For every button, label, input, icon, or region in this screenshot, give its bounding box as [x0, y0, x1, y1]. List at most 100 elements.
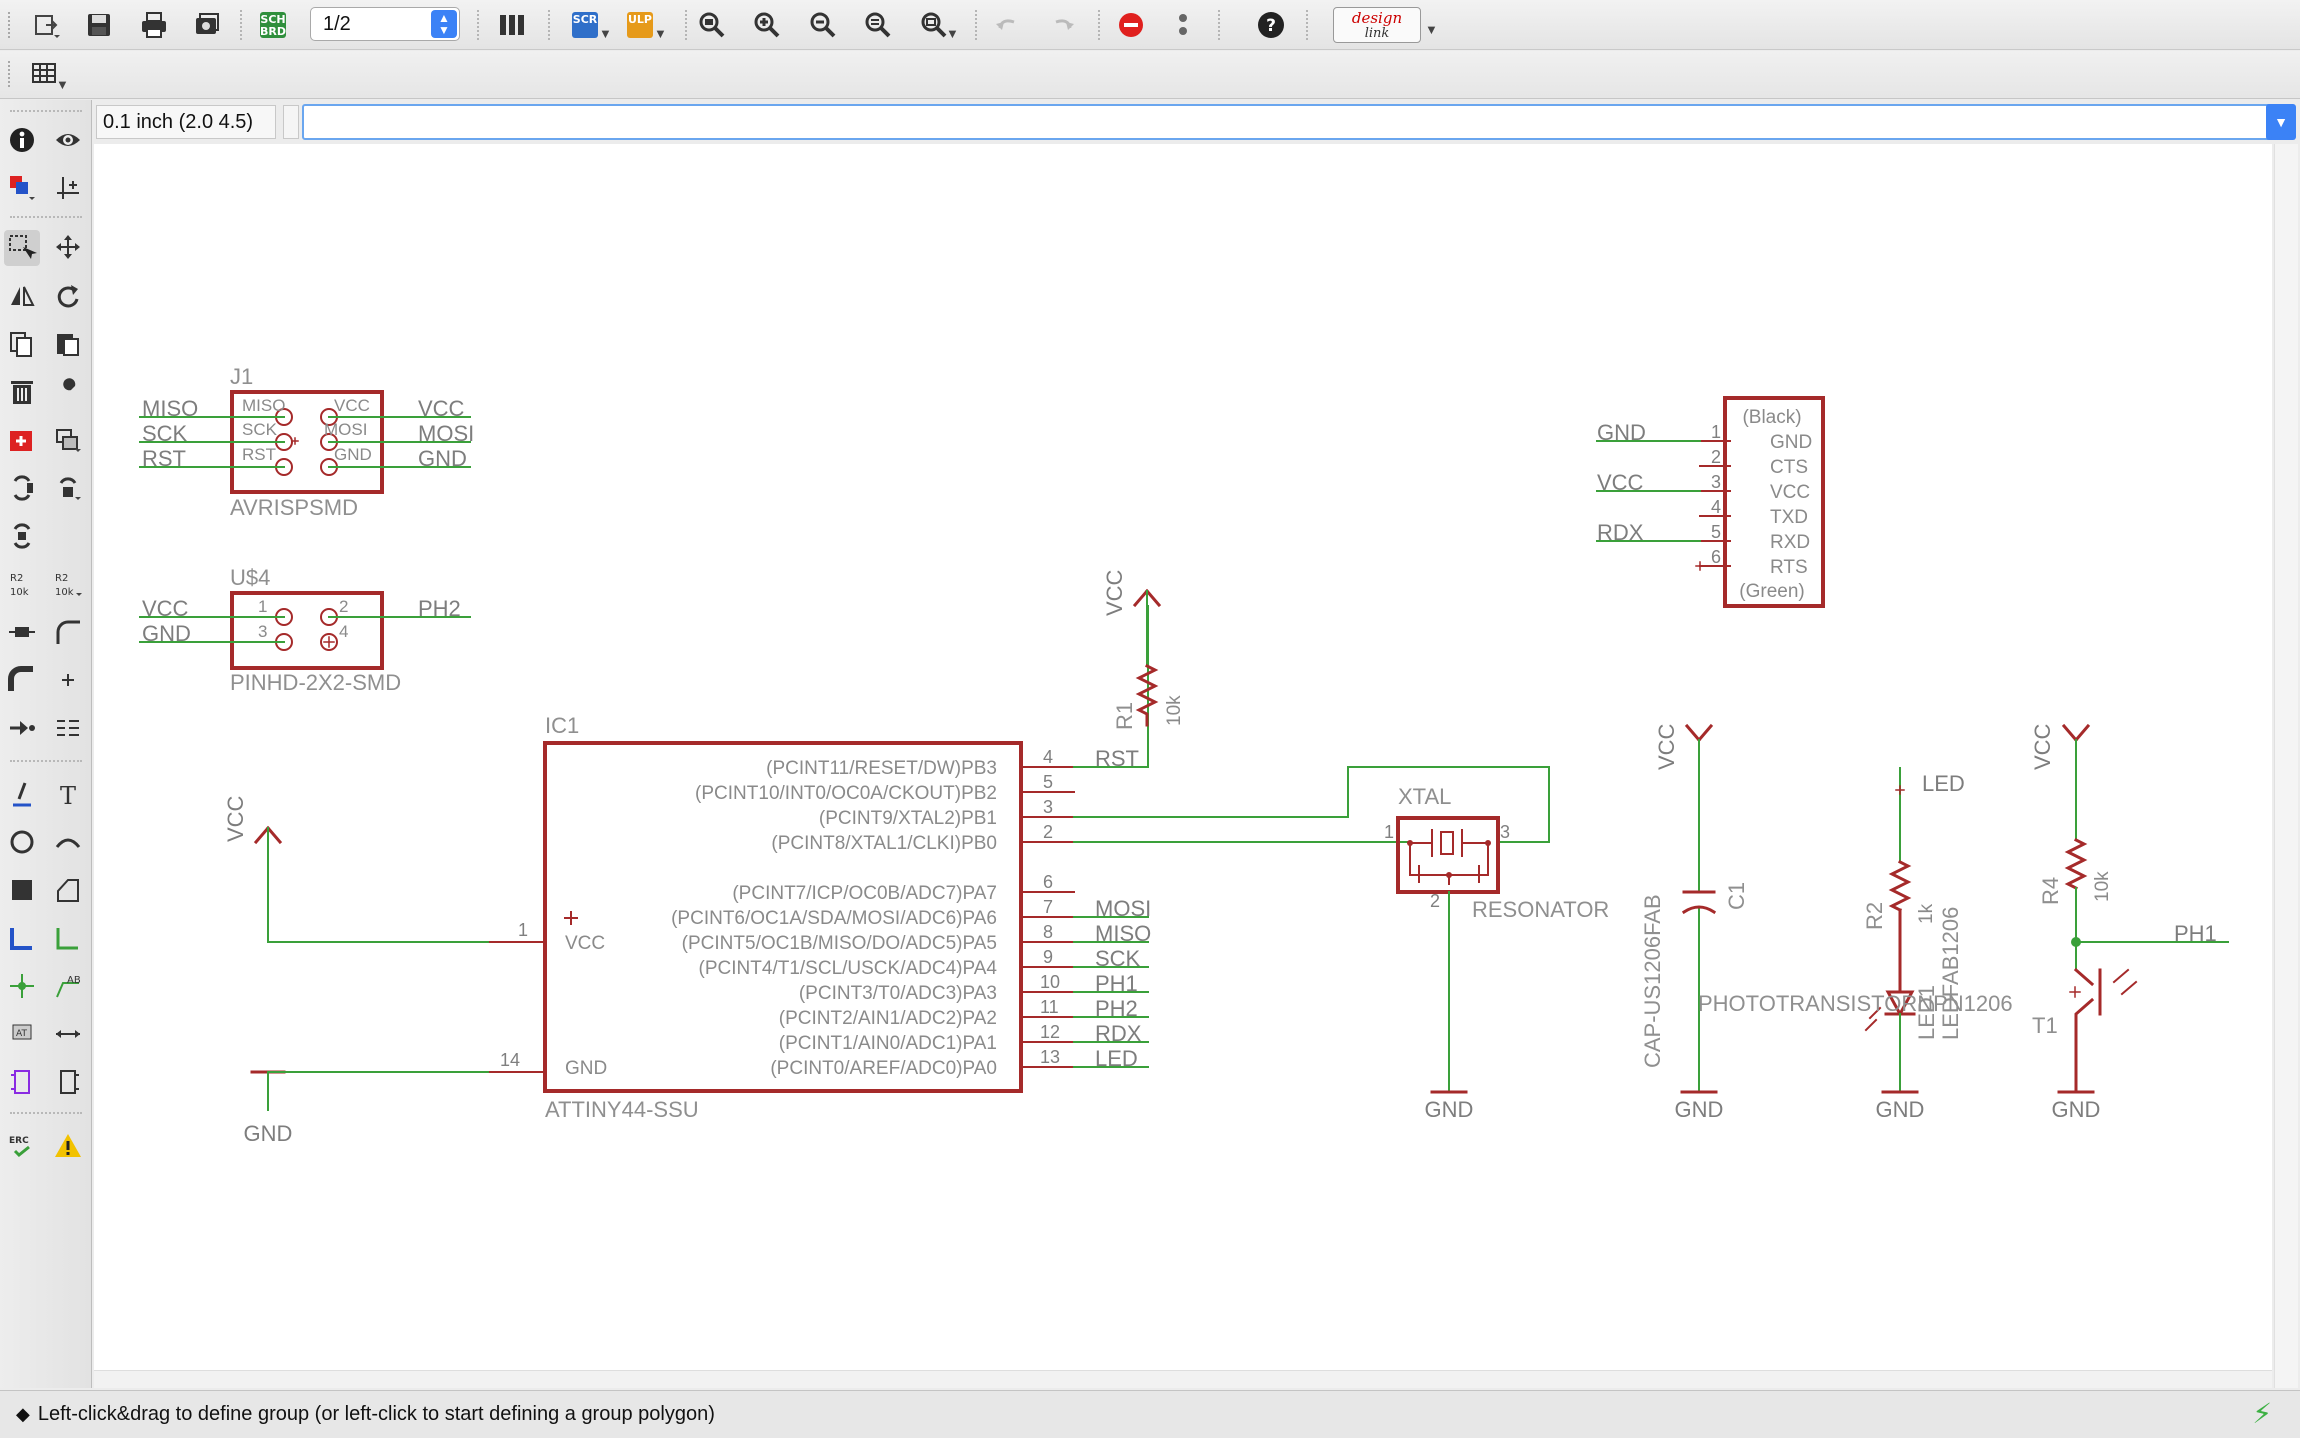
part-ic1[interactable]	[489, 741, 1075, 1093]
replace-icon[interactable]	[50, 422, 86, 458]
save-icon[interactable]	[82, 8, 116, 42]
stop-icon[interactable]	[1114, 8, 1148, 42]
net-label[interactable]: PH1	[1095, 971, 1138, 996]
sheet-spinner-icon[interactable]: ▲▼	[431, 10, 457, 38]
undo-icon[interactable]	[990, 8, 1024, 42]
ftdi-nets[interactable]	[1596, 440, 1701, 542]
dimension-icon[interactable]	[50, 1016, 86, 1052]
phototransistor-t1[interactable]	[2073, 967, 2102, 1094]
net-label[interactable]: RDX	[1597, 520, 1644, 545]
go-icon[interactable]	[1166, 8, 1200, 42]
miter-icon[interactable]	[50, 614, 86, 650]
net-label[interactable]: VCC	[418, 396, 465, 421]
vcc-supply-left[interactable]	[253, 825, 283, 845]
vcc-supply-r1[interactable]	[1132, 588, 1162, 608]
split-icon[interactable]	[4, 614, 40, 650]
resistor-r2[interactable]	[1888, 859, 1912, 913]
designlink-dropdown-icon[interactable]: ▼	[1425, 22, 1438, 37]
show-icon[interactable]	[50, 122, 86, 158]
sch-brd-switch-icon[interactable]: SCH BRD	[260, 12, 286, 38]
add-part-icon[interactable]	[4, 422, 40, 458]
u4-nets[interactable]	[139, 616, 471, 643]
capacitor-c1[interactable]	[1681, 890, 1717, 915]
net-label[interactable]: VCC	[1597, 470, 1644, 495]
net-label[interactable]: PH2	[1095, 996, 1138, 1021]
net-label[interactable]: LED	[1095, 1046, 1138, 1071]
frame-icon[interactable]	[4, 1064, 40, 1100]
zoom-redraw-icon[interactable]	[861, 8, 895, 42]
part-ftdi-header[interactable]	[1695, 396, 1825, 608]
net-label[interactable]: GND	[418, 446, 467, 471]
delete-icon[interactable]	[4, 374, 40, 410]
rst-net[interactable]	[1073, 605, 1149, 768]
toolbar-grip[interactable]	[8, 61, 12, 87]
zoom-select-icon[interactable]	[917, 8, 951, 42]
redo-icon[interactable]	[1046, 8, 1080, 42]
net-label[interactable]: SCK	[142, 421, 188, 446]
rectangle-icon[interactable]	[4, 872, 40, 908]
net-label[interactable]: RDX	[1095, 1021, 1142, 1046]
print-icon[interactable]	[137, 8, 171, 42]
attribute-icon[interactable]: AT	[4, 1016, 40, 1052]
library-icon[interactable]	[495, 8, 529, 42]
open-icon[interactable]	[30, 8, 64, 42]
net-label[interactable]: RST	[1095, 746, 1139, 771]
line-icon[interactable]	[4, 776, 40, 812]
vcc-supply-r4[interactable]	[2061, 723, 2091, 743]
net-label[interactable]: MISO	[142, 396, 198, 421]
net-label[interactable]: MOSI	[1095, 896, 1151, 921]
net-label[interactable]: PH1	[2174, 921, 2217, 946]
layers-icon[interactable]	[4, 170, 40, 206]
pinswap-icon[interactable]	[4, 470, 40, 506]
wrench-icon[interactable]	[50, 374, 86, 410]
circle-icon[interactable]	[4, 824, 40, 860]
net-icon[interactable]	[50, 920, 86, 956]
cam-processor-icon[interactable]	[190, 8, 224, 42]
text-icon[interactable]: T	[50, 776, 86, 812]
optimize-icon[interactable]	[50, 710, 86, 746]
j1-right-nets[interactable]	[328, 416, 471, 468]
net-label[interactable]: SCK	[1095, 946, 1141, 971]
group-icon[interactable]	[4, 230, 40, 266]
zoom-fit-icon[interactable]	[695, 8, 729, 42]
arc-icon[interactable]	[50, 824, 86, 860]
grid-dropdown-icon[interactable]: ▼	[56, 77, 69, 92]
toolbar-grip[interactable]	[8, 12, 12, 38]
module-icon[interactable]	[50, 1064, 86, 1100]
sheet-select[interactable]: 1/2 ▲▼	[310, 7, 460, 41]
net-label[interactable]: LED	[1922, 771, 1965, 796]
schematic-canvas[interactable]: J1 AVRISPSMD MISO SCK RST VCC MOSI GND M…	[94, 144, 2272, 1388]
help-icon[interactable]: ?	[1254, 8, 1288, 42]
resistor-r1[interactable]	[1135, 663, 1159, 727]
net-label[interactable]: GND	[1597, 420, 1646, 445]
junction-icon[interactable]	[4, 968, 40, 1004]
ph1-net[interactable]	[2075, 887, 2229, 971]
net-label[interactable]: GND	[142, 621, 191, 646]
vcc-supply-c1[interactable]	[1684, 723, 1714, 743]
net-label[interactable]: MOSI	[418, 421, 474, 446]
command-line-input[interactable]	[302, 104, 2276, 140]
label-icon[interactable]: AB	[50, 968, 86, 1004]
net-label[interactable]: VCC	[142, 596, 189, 621]
bus-icon[interactable]	[4, 920, 40, 956]
lightning-icon[interactable]: ⚡	[2252, 1398, 2272, 1429]
j1-left-nets[interactable]	[139, 416, 285, 468]
resistor-r4[interactable]	[2064, 837, 2088, 891]
info-icon[interactable]	[4, 122, 40, 158]
part-xtal[interactable]	[1396, 816, 1500, 894]
command-dropdown-icon[interactable]: ▼	[2266, 104, 2296, 140]
vertical-scrollbar[interactable]	[2274, 144, 2298, 1388]
command-history-button[interactable]	[283, 105, 299, 139]
zoom-in-icon[interactable]	[750, 8, 784, 42]
zoom-out-icon[interactable]	[806, 8, 840, 42]
move-icon[interactable]	[50, 230, 86, 266]
ulp-dropdown-icon[interactable]: ▼	[654, 26, 667, 41]
grid-icon[interactable]	[28, 57, 62, 91]
mirror-icon[interactable]	[4, 278, 40, 314]
gateswap-icon[interactable]	[50, 470, 86, 506]
rotate-icon[interactable]	[50, 278, 86, 314]
erc-icon[interactable]: ERC	[4, 1128, 40, 1164]
vcc-net-left[interactable]	[267, 827, 546, 943]
mark-icon[interactable]	[50, 170, 86, 206]
